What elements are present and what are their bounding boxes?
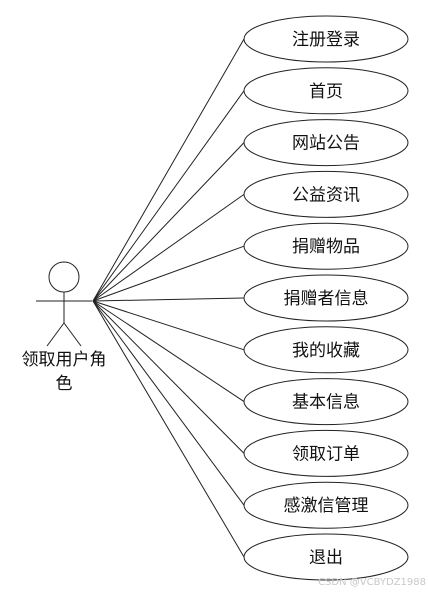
use-case-label: 公益资讯 <box>292 185 360 205</box>
association-line <box>92 90 245 302</box>
use-case: 公益资讯 <box>243 170 409 218</box>
use-case: 捐赠者信息 <box>243 274 409 322</box>
use-case-label: 基本信息 <box>292 393 360 413</box>
use-case: 网站公告 <box>243 119 409 167</box>
use-case: 感激信管理 <box>243 481 409 529</box>
association-line <box>92 300 245 351</box>
use-case-ellipse <box>243 326 409 374</box>
use-case-label: 网站公告 <box>292 134 360 154</box>
use-case-label: 我的收藏 <box>292 341 360 361</box>
use-case-ellipse <box>243 222 409 270</box>
association-line <box>92 300 245 403</box>
actor-right-leg <box>63 322 82 347</box>
association-line <box>92 297 245 302</box>
use-case-ellipse <box>243 170 409 218</box>
use-case-ellipse <box>243 15 409 63</box>
use-case: 基本信息 <box>243 378 409 426</box>
association-lines <box>92 38 245 558</box>
use-case: 注册登录 <box>243 15 409 63</box>
use-case-label: 退出 <box>309 548 343 568</box>
use-case-ellipse <box>243 533 409 581</box>
use-case-ellipse <box>243 429 409 477</box>
association-line <box>92 300 245 558</box>
use-case: 首页 <box>243 67 409 115</box>
use-case-ellipse <box>243 274 409 322</box>
use-case-label: 领取订单 <box>292 444 360 464</box>
use-case: 我的收藏 <box>243 326 409 374</box>
use-case-label: 捐赠物品 <box>292 237 360 257</box>
use-case-ellipse <box>243 378 409 426</box>
use-case-label: 首页 <box>309 82 343 102</box>
use-case-ellipse <box>243 67 409 115</box>
use-case-label: 感激信管理 <box>284 496 369 516</box>
use-cases: 注册登录首页网站公告公益资讯捐赠物品捐赠者信息我的收藏基本信息领取订单感激信管理… <box>243 15 409 581</box>
use-case-ellipse <box>243 481 409 529</box>
actor-head <box>48 261 80 293</box>
use-case: 退出 <box>243 533 409 581</box>
use-case: 捐赠物品 <box>243 222 409 270</box>
watermark: CSDN @VCBYDZ1988 <box>318 577 426 588</box>
actor-label-line2: 色 <box>56 374 73 394</box>
association-line <box>92 245 245 302</box>
actor-left-leg <box>46 322 65 347</box>
use-case-ellipse <box>243 119 409 167</box>
association-line <box>92 38 245 302</box>
association-line <box>92 300 245 506</box>
use-case-label: 捐赠者信息 <box>284 289 369 309</box>
association-line <box>92 193 245 302</box>
actor-figure <box>36 261 92 347</box>
use-case: 领取订单 <box>243 429 409 477</box>
actor-label-line1: 领取用户角 <box>22 350 107 370</box>
association-line <box>92 300 245 454</box>
use-case-label: 注册登录 <box>292 30 360 50</box>
association-line <box>92 142 245 302</box>
